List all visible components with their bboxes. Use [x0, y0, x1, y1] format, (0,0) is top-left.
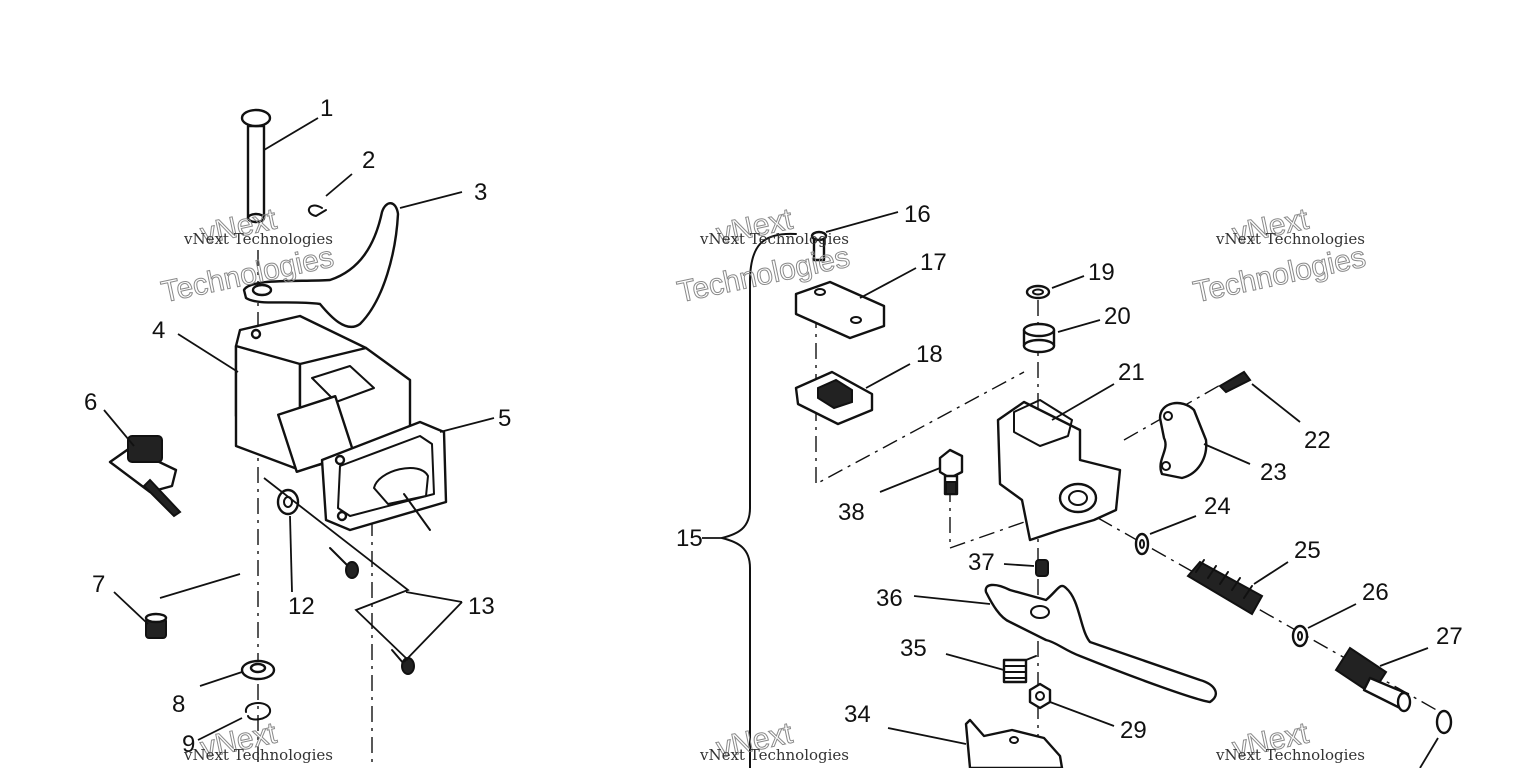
- callout-37: 37: [968, 549, 995, 576]
- part-2-clip: [307, 204, 327, 217]
- callout-27: 27: [1436, 623, 1463, 650]
- svg-text:vNext Technologies: vNext Technologies: [1215, 230, 1365, 248]
- callout-6: 6: [84, 389, 97, 416]
- callout-9: 9: [182, 731, 195, 758]
- part-23-clamp: [1158, 401, 1208, 480]
- callout-23: 23: [1260, 459, 1287, 486]
- bracket-15: [721, 232, 797, 768]
- part-16-screw: [810, 230, 828, 262]
- watermark-right-bottom: vNext vNext Technologies: [1215, 716, 1365, 765]
- svg-text:vNext Technologies: vNext Technologies: [183, 230, 333, 248]
- part-26-washer: [1291, 624, 1309, 648]
- callout-12: 12: [288, 593, 315, 620]
- svg-text:vNext Technologies: vNext Technologies: [183, 746, 333, 764]
- part-37-pin: [1035, 559, 1049, 577]
- part-27-piston: [1334, 646, 1412, 713]
- callout-22: 22: [1304, 427, 1331, 454]
- part-1-pin: [240, 108, 272, 224]
- part-35-spring: [1002, 655, 1037, 684]
- part-17-cap: [794, 280, 886, 340]
- callout-19: 19: [1088, 259, 1115, 286]
- callout-4: 4: [152, 317, 165, 344]
- part-19-ring: [1025, 284, 1051, 300]
- part-7-nut: [144, 612, 168, 639]
- callout-7: 7: [92, 571, 105, 598]
- part-8-washer: [240, 659, 276, 681]
- part-34-plate: [964, 718, 1064, 768]
- svg-text:vNext Technologies: vNext Technologies: [1215, 746, 1365, 764]
- callout-35: 35: [900, 635, 927, 662]
- svg-text:vNext Technologies: vNext Technologies: [699, 230, 849, 248]
- part-25-spring: [1186, 559, 1264, 616]
- watermark-left-bottom: vNext vNext Technologies: [183, 716, 333, 765]
- callout-20: 20: [1104, 303, 1131, 330]
- part-12-bushing: [276, 488, 300, 516]
- callout-2: 2: [362, 147, 375, 174]
- callout-18: 18: [916, 341, 943, 368]
- callout-16: 16: [904, 201, 931, 228]
- part-18-gasket: [794, 370, 874, 426]
- callout-13: 13: [468, 593, 495, 620]
- part-21-master-cylinder: [996, 399, 1122, 542]
- callout-8: 8: [172, 691, 185, 718]
- callout-26: 26: [1362, 579, 1389, 606]
- callout-34: 34: [844, 701, 871, 728]
- part-29-nut: [1028, 682, 1052, 710]
- right-assembly: [702, 211, 1453, 768]
- left-assembly: [103, 108, 495, 768]
- part-9-clip: [245, 702, 271, 721]
- part-36-lever: [984, 583, 1217, 704]
- part-38-bolt: [938, 448, 964, 496]
- watermark-mid-bottom: vNext vNext Technologies: [699, 716, 849, 765]
- callout-38: 38: [838, 499, 865, 526]
- svg-text:vNext Technologies: vNext Technologies: [699, 746, 849, 764]
- callout-3: 3: [474, 179, 487, 206]
- callout-29: 29: [1120, 717, 1147, 744]
- part-20-sleeve: [1022, 322, 1056, 354]
- watermark-right-top: vNext Technologies vNext Technologies: [1190, 202, 1369, 310]
- part-3-lever: [242, 202, 400, 328]
- callout-5: 5: [498, 405, 511, 432]
- callout-17: 17: [920, 249, 947, 276]
- callout-21: 21: [1118, 359, 1145, 386]
- part-6-knob: [108, 435, 182, 518]
- part-5-cover: [320, 420, 448, 532]
- callout-15: 15: [676, 525, 703, 552]
- callout-labels: 1 2 3 4 5 6 7 8 9 12 13 15 16 17 18 19 2…: [84, 95, 1463, 758]
- part-24-washer: [1134, 532, 1150, 556]
- callout-1: 1: [320, 95, 333, 122]
- part-22-screw: [1218, 370, 1252, 394]
- svg-text:Technologies: Technologies: [1190, 241, 1368, 310]
- callout-36: 36: [876, 585, 903, 612]
- callout-25: 25: [1294, 537, 1321, 564]
- callout-24: 24: [1204, 493, 1231, 520]
- part-o-ring: [1435, 709, 1453, 735]
